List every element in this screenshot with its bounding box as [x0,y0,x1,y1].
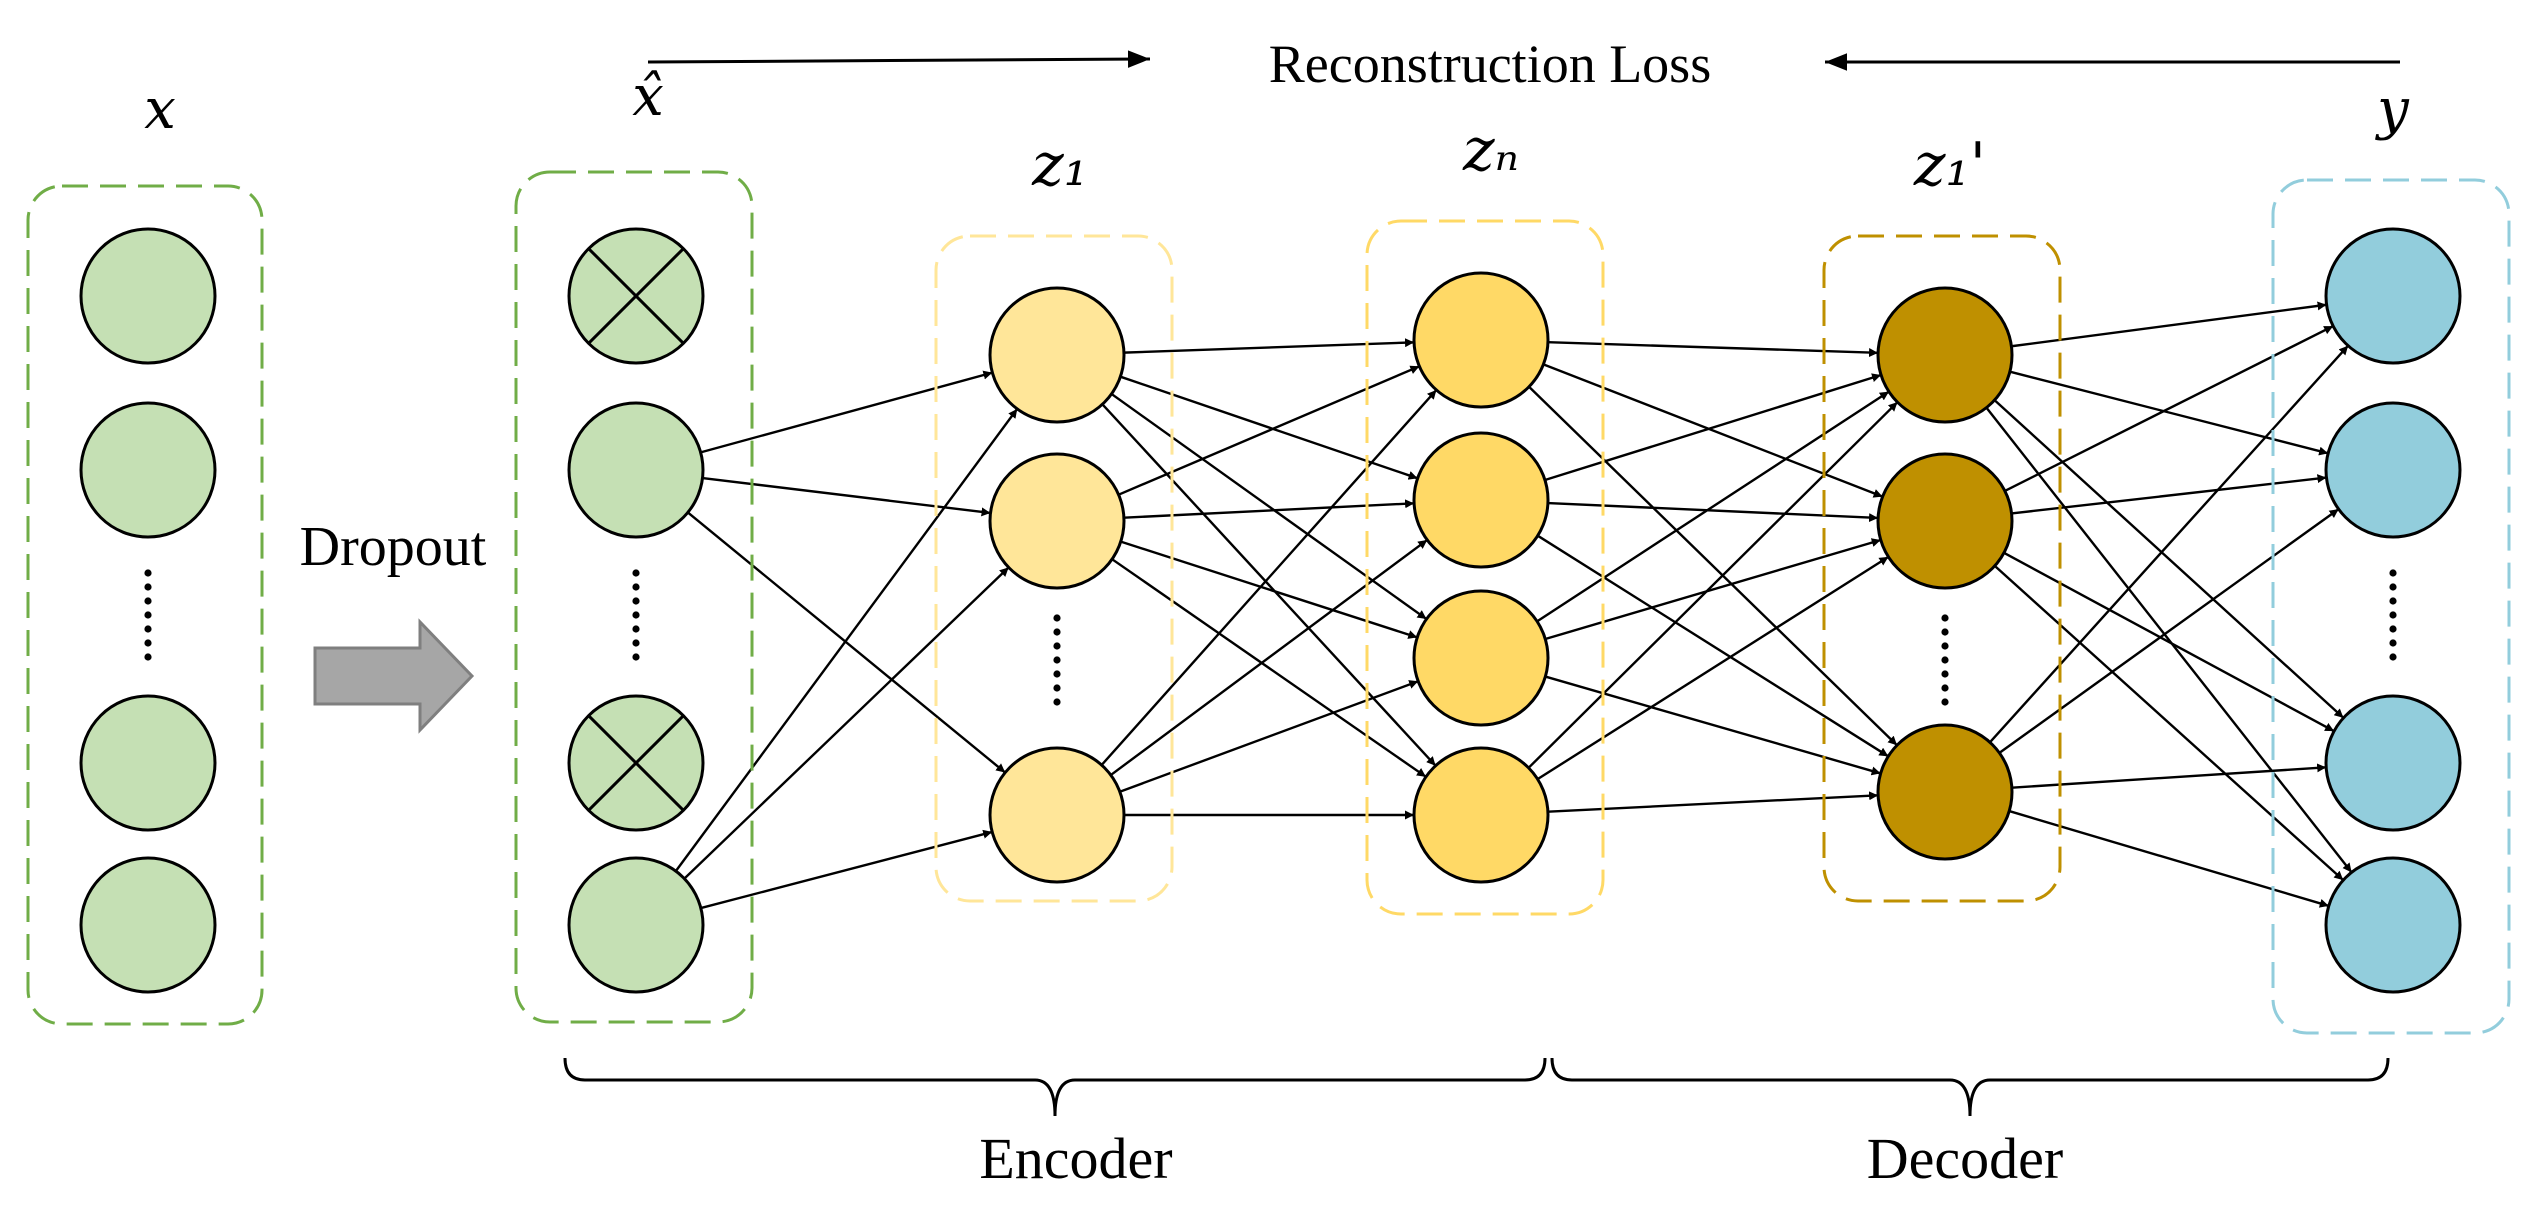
connection-arrow [1989,344,2349,744]
neuron [1412,431,1550,569]
connection-arrow [700,829,993,910]
neuron [1876,723,2014,861]
layer-z1prime: z₁' [1822,130,2062,903]
reconstruction-loss: Reconstruction Loss [647,34,2400,94]
neuron [79,227,217,365]
connection-arrow [1998,508,2340,754]
connection-arrow [2008,809,2330,908]
connection-arrow [1120,375,1418,480]
layers: x x̂ z₁ zₙ z₁' y [26,64,2511,1035]
decoder-brace: Decoder [1550,1057,2390,1191]
neuron [2324,694,2462,832]
layer-output: y [2271,77,2511,1035]
connection-arrow [700,370,993,454]
neuron [79,856,217,994]
encoder-label: Encoder [979,1126,1172,1191]
layer-zn: zₙ [1365,115,1605,916]
neuron [567,856,705,994]
layer-box [934,234,1174,903]
connection-arrow [1542,363,1884,498]
neuron [1412,746,1550,884]
neuron [1876,452,2014,590]
neuron [79,401,217,539]
neuron [1876,286,2014,424]
layer-label: zₙ [1462,115,1519,185]
decoder-label: Decoder [1867,1126,2063,1191]
connection-arrow [1545,675,1881,776]
connection-arrow [1118,365,1420,496]
ellipsis-dots [1053,614,1061,706]
connection-arrow [1527,401,1899,769]
connection-arrow [1544,538,1882,641]
layer-z1: z₁ [934,130,1174,903]
connection-arrow [683,566,1010,880]
connection-arrow [1110,538,1428,777]
connection-arrow [1547,791,1879,813]
layer-label: y [2374,77,2410,142]
connection-arrow [674,408,1019,872]
dropout-arrow-icon [313,618,475,734]
connection-arrow [1101,403,1437,767]
connection-arrow [702,476,991,517]
cross-icon [587,714,685,812]
connection-arrow [1536,390,1890,623]
neuron [988,746,1126,884]
connection-arrow [1993,399,2345,719]
reconstruction-loss-title: Reconstruction Loss [1269,34,1711,94]
neuron [2324,401,2462,539]
cross-icon [587,247,685,345]
connection-arrow [687,511,1006,774]
neuron [2324,856,2462,994]
connection-arrow [1547,340,1879,358]
connection-arrow [1120,540,1418,639]
connection-arrow [1985,406,2353,874]
layer-label: x̂ [632,64,664,129]
connection-arrow [1110,392,1428,621]
connection-arrow [1537,534,1889,758]
layer-input: x [26,77,264,1026]
layer-label: z₁ [1031,130,1088,200]
connection-arrow [1100,389,1438,766]
neuron [79,694,217,832]
connection-arrow [1123,338,1415,354]
neuron [1412,589,1550,727]
dropout-label: Dropout [300,516,487,578]
ellipsis-dots [1941,614,1949,706]
layer-box [26,184,264,1026]
connection-arrow [2004,324,2334,493]
layer-box [1822,234,2062,903]
connection-arrow [1528,385,1898,747]
ellipsis-dots [144,569,152,661]
neuron [567,401,705,539]
layer-box [514,170,754,1024]
neuron [988,452,1126,590]
layer-label: z₁' [1913,130,1986,200]
neuron [988,286,1126,424]
ellipsis-dots [2389,569,2397,661]
layer-box [1365,219,1605,916]
layer-corrupted: x̂ [514,64,754,1024]
layer-label: x [144,77,176,142]
neuron [2324,227,2462,365]
connection-arrow [1544,373,1882,482]
connection-arrow [1111,558,1427,778]
connection-arrow [2011,301,2327,348]
connection-arrow [2011,763,2327,789]
connection-arrow [1536,555,1890,781]
ellipsis-dots [632,569,640,661]
connection-arrow [2003,551,2335,733]
layer-box [2271,178,2511,1035]
connection-arrow [1993,564,2345,882]
connection-arrow [2009,370,2329,456]
loss-arrow-right [647,50,1151,68]
neuron [1412,271,1550,409]
encoder-brace: Encoder [563,1057,1547,1191]
